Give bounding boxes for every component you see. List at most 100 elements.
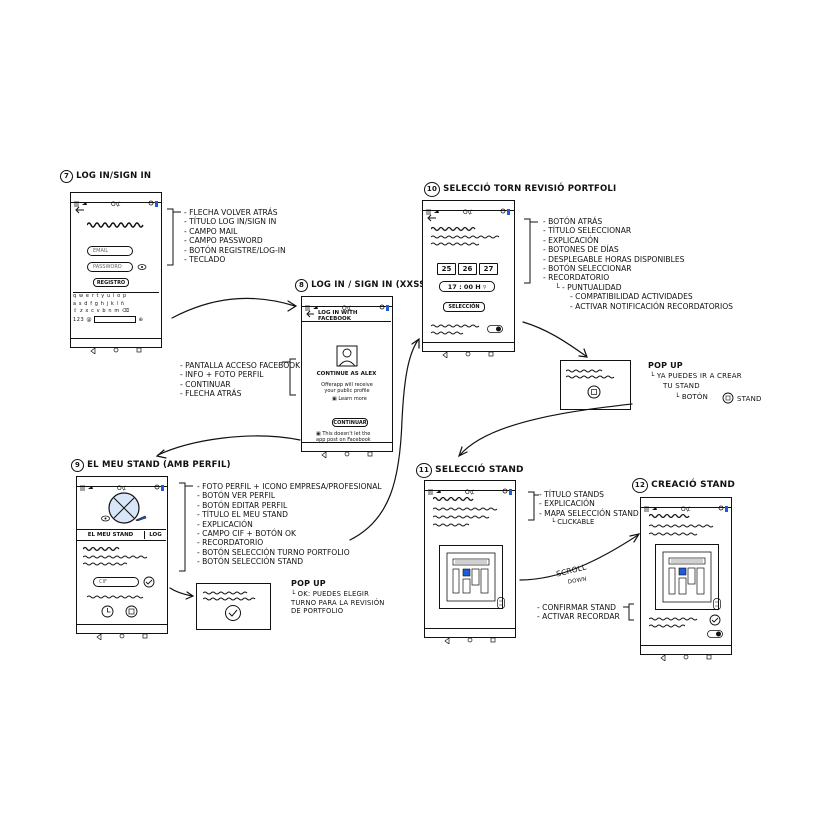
map-zoom-icon[interactable]: [497, 597, 505, 609]
bracket-screen-10: [524, 218, 538, 284]
confirm-check-icon[interactable]: [709, 614, 721, 626]
popup-10-line-3: └ BOTÓN: [675, 393, 709, 401]
svg-text:O⊄: O⊄: [342, 305, 352, 312]
arrowhead-10-to-popup: [578, 348, 588, 358]
stand-icon[interactable]: [125, 605, 138, 618]
screen-8-title: 8 LOG IN / SIGN IN (XXSS): [295, 279, 430, 292]
heading-scribble: [83, 546, 148, 566]
keyboard-row-2[interactable]: a s d f g h j k l ñ: [73, 300, 125, 307]
popup-screen-9: [196, 583, 271, 630]
note: - EXPLICACIÓN: [543, 235, 599, 245]
phone-screen-8: O⊄ LOG IN WITH FACEBOOK CONTINUE AS ALEX…: [301, 296, 393, 459]
arrowhead-8-to-9: [155, 449, 167, 459]
note: - CONTINUAR: [180, 379, 231, 389]
notes-screen-9: - FOTO PERFIL + ICONO EMPRESA/PROFESIONA…: [197, 482, 382, 567]
stand-button-icon-legend: [722, 392, 734, 404]
facebook-header-title: LOG IN WITH FACEBOOK: [318, 310, 358, 322]
map-zoom-icon[interactable]: [713, 598, 721, 610]
stand-map[interactable]: [655, 544, 719, 610]
hours-dropdown[interactable]: 17 : 00 h ▿: [439, 281, 495, 292]
status-bar: O⊄: [77, 477, 167, 492]
popup-screen-10: [560, 360, 631, 410]
note: - RECORDATORIO: [197, 538, 264, 548]
popup-10-line-4: STAND: [737, 395, 762, 403]
check-circle-icon[interactable]: [224, 604, 242, 622]
note: - BOTÓN REGISTRE/LOG-IN: [184, 245, 286, 255]
view-profile-icon[interactable]: [101, 515, 110, 522]
stand-map[interactable]: [439, 545, 503, 609]
space-bar[interactable]: [94, 315, 137, 323]
at-key[interactable]: @: [86, 316, 93, 323]
notes-screen-8: - PANTALLA ACCESO FACEBOOK - INFO + FOTO…: [180, 361, 300, 399]
bracket-screen-8: [282, 358, 296, 396]
arrowhead-popup-to-11: [457, 446, 468, 458]
back-arrow-icon[interactable]: [75, 206, 85, 214]
lock-icon: ▣: [316, 431, 321, 437]
remind-toggle[interactable]: [707, 630, 723, 638]
screen-11-number: 11: [416, 463, 432, 478]
screen-10-number: 10: [424, 182, 440, 197]
tab-el-meu-stand[interactable]: EL MEU STAND: [77, 531, 145, 539]
tab-log[interactable]: LOG: [149, 532, 162, 538]
select-button[interactable]: SELECCIÓN: [443, 302, 485, 312]
back-arrow-icon[interactable]: [427, 214, 437, 222]
popup-10-line-2: TU STAND: [663, 382, 700, 390]
note: - MAPA SELECCIÓN STAND: [539, 508, 639, 518]
eye-icon[interactable]: [137, 263, 147, 271]
reminder-toggle[interactable]: [487, 325, 503, 333]
back-arrow-icon[interactable]: [306, 310, 315, 318]
screen-8-number: 8: [295, 279, 308, 292]
screen-9-number: 9: [71, 459, 84, 472]
note-sub: - COMPATIBILIDAD ACTIVIDADES: [570, 292, 693, 302]
note: - EXPLICACIÓN: [197, 519, 253, 529]
password-field[interactable]: PASSWORD: [87, 262, 133, 272]
note: - CAMPO CIF + BOTÓN OK: [197, 529, 296, 539]
day-button-27[interactable]: 27: [479, 263, 498, 275]
phone-screen-9: O⊄ EL MEU STAND LOG CIF: [76, 476, 168, 641]
note: - TÍTULO SELECCIONAR: [543, 226, 632, 236]
title-scribble: [431, 226, 500, 246]
note: - CAMPO PASSWORD: [184, 236, 263, 246]
keyboard-123-key[interactable]: 123: [73, 316, 85, 323]
screen-7-title: 7 LOG IN/SIGN IN: [60, 170, 151, 183]
notes-screen-7: - FLECHA VOLVER ATRÁS - TÍTULO LOG IN/SI…: [184, 208, 286, 264]
edit-profile-icon[interactable]: [135, 515, 147, 521]
nav-icons: [90, 347, 142, 355]
day-button-26[interactable]: 26: [458, 263, 477, 275]
register-button[interactable]: REGISTRO: [93, 278, 129, 287]
keyboard-row-4[interactable]: 123 @ ⊕: [73, 315, 159, 325]
cif-field[interactable]: CIF: [93, 577, 139, 587]
phone-screen-10: O⊄ 25 26 27 17 : 00 h ▿ SELECCIÓN: [422, 200, 515, 359]
nav-bar: [77, 624, 167, 641]
note-sub: - ACTIVAR NOTIFICACIÓN RECORDATORIOS: [570, 301, 733, 311]
note: - TÍTULO LOG IN/SIGN IN: [184, 217, 277, 227]
public-profile-info: Offerapp will receive your public profil…: [321, 382, 373, 394]
title-scribble: [433, 496, 498, 527]
profile-photo[interactable]: [107, 491, 141, 525]
stand-button-icon[interactable]: [587, 385, 601, 399]
email-field[interactable]: EMAIL: [87, 246, 133, 256]
ok-check-icon[interactable]: [143, 576, 155, 588]
keyboard-row-1[interactable]: q w e r t y u i o p: [73, 293, 127, 299]
popup-10-line-1: └ YA PUEDES IR A CREAR: [650, 372, 742, 380]
send-key[interactable]: ⊕: [138, 316, 144, 323]
bracket-screen-7: [167, 208, 181, 266]
nav-icons: [442, 351, 494, 359]
day-button-25[interactable]: 25: [437, 263, 456, 275]
svg-text:O⊄: O⊄: [681, 506, 691, 513]
learn-more-link[interactable]: ▣ Learn more: [332, 396, 377, 402]
status-bar: O⊄: [302, 297, 392, 312]
note: - BOTÓN EDITAR PERFIL: [197, 500, 288, 510]
note-sub: └ - PUNTUALIDAD: [555, 282, 622, 292]
learn-more-text: Learn more: [338, 396, 367, 402]
status-bar: O⊄: [425, 481, 515, 496]
continue-button[interactable]: CONTINUAR: [332, 418, 368, 427]
keyboard-row-3[interactable]: ⇧ z x c v b n m ⌫: [73, 308, 130, 314]
clock-icon[interactable]: [101, 605, 114, 618]
note: - EXPLICACIÓN: [539, 499, 595, 509]
popup-9-note: └ OK: PUEDES ELEGIR TURNO PARA LA REVISI…: [291, 590, 385, 615]
profile-avatar-icon: [336, 345, 358, 367]
chevron-down-icon: ▿: [482, 283, 487, 291]
arrowhead-9-to-10: [411, 337, 420, 349]
note: - TECLADO: [184, 255, 226, 265]
